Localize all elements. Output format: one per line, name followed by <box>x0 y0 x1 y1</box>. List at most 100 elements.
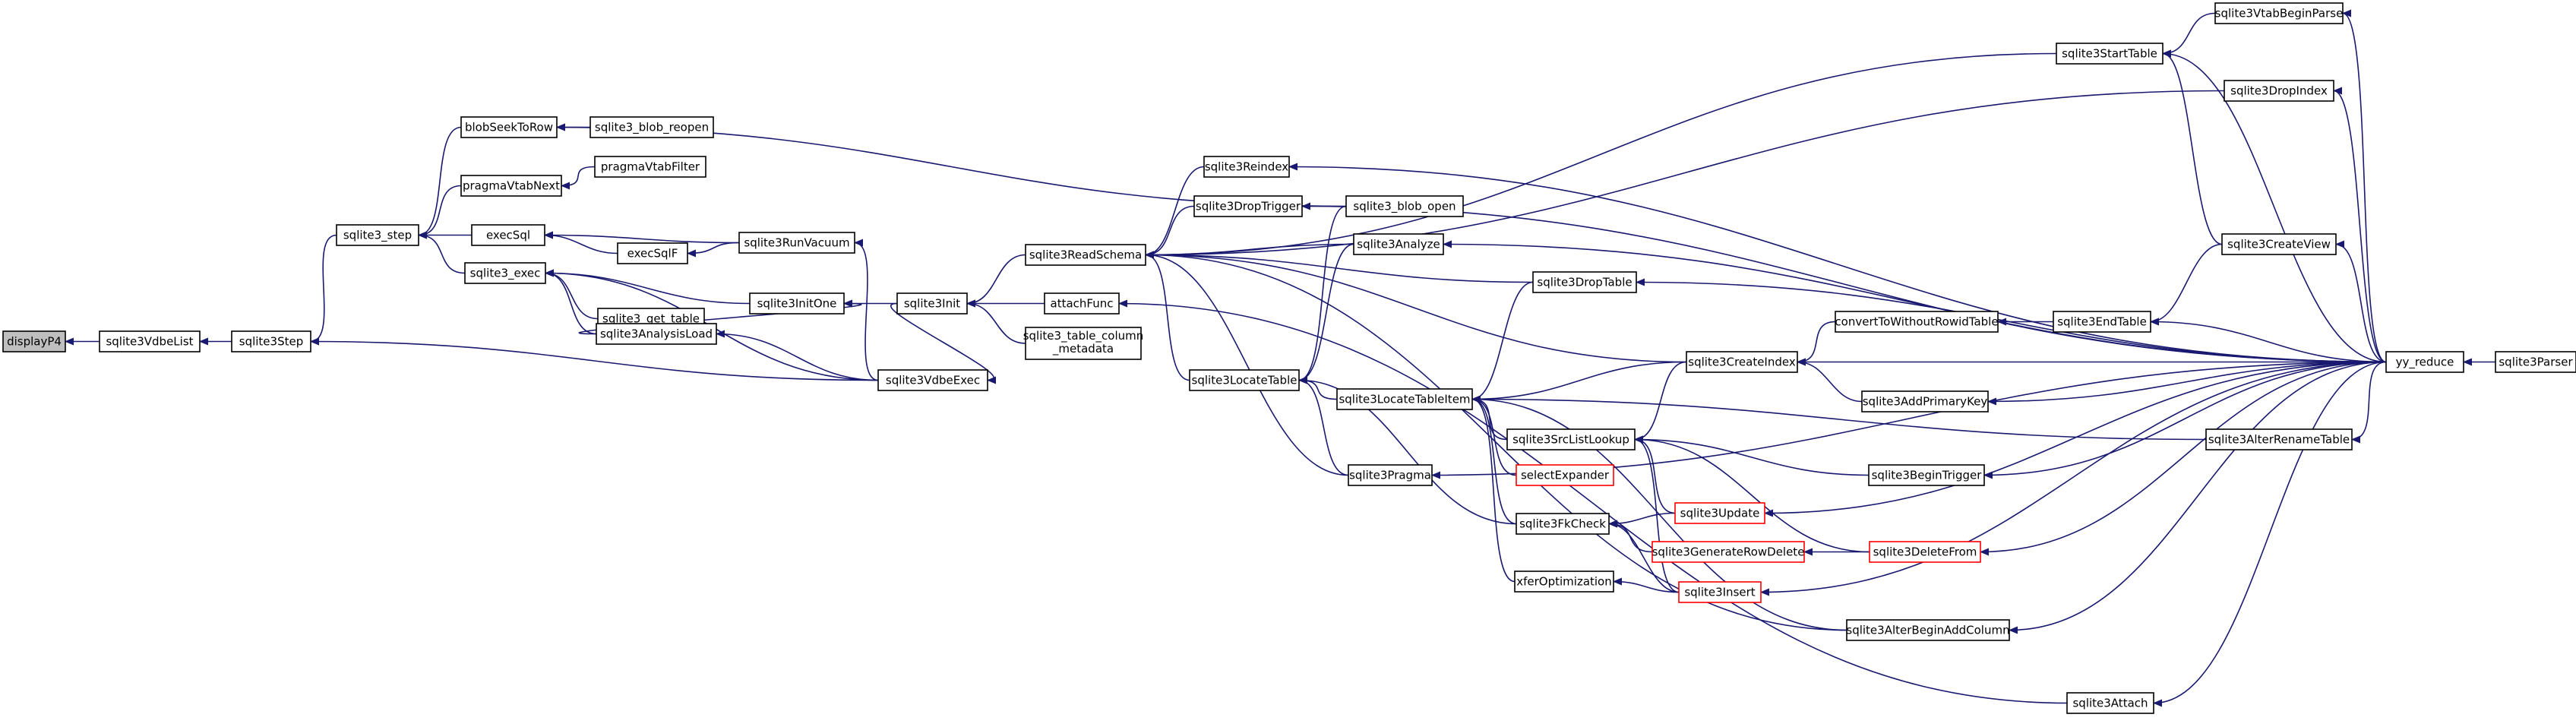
node-sqlite3ReadSchema[interactable]: sqlite3ReadSchema <box>1025 244 1146 266</box>
node-box <box>1336 388 1473 410</box>
node-pragmaVtabFilter[interactable]: pragmaVtabFilter <box>594 156 706 178</box>
node-label: sqlite3FkCheck <box>1519 517 1606 531</box>
node-label: sqlite3AlterRenameTable <box>2208 433 2350 447</box>
edge-yy_reduce-to-sqlite3AlterBeginAddColumn <box>2009 361 2387 634</box>
node-box <box>1846 619 2010 641</box>
node-selectExpander[interactable]: selectExpander <box>1516 464 1614 486</box>
node-box <box>877 369 988 391</box>
edge-sqlite3VdbeExec-to-sqlite3RunVacuum <box>854 239 879 381</box>
node-label: sqlite3Parser <box>2499 356 2573 369</box>
node-sqlite3Attach[interactable]: sqlite3Attach <box>2066 692 2154 714</box>
edge-sqlite3DropTrigger-to-sqlite3ReadSchema <box>1145 205 1195 259</box>
node-box <box>1193 195 1303 217</box>
edge-sqlite3_table_column_metadata-to-sqlite3Init <box>966 299 1026 344</box>
node-sqlite3Insert[interactable]: sqlite3Insert <box>1678 581 1762 603</box>
node-sqlite3Step[interactable]: sqlite3Step <box>231 330 311 352</box>
node-sqlite3EndTable[interactable]: sqlite3EndTable <box>2053 311 2151 333</box>
node-label: xferOptimization <box>1516 575 1612 589</box>
node-label: sqlite3LocateTable <box>1192 374 1297 387</box>
node-label: sqlite3_blob_reopen <box>595 121 709 135</box>
node-box <box>1044 292 1120 315</box>
edge-yy_reduce-to-sqlite3Analyze <box>1443 240 2387 363</box>
node-sqlite3AddPrimaryKey[interactable]: sqlite3AddPrimaryKey <box>1861 390 1989 412</box>
edge-selectExpander-to-sqlite3LocateTableItem <box>1471 395 1517 476</box>
edge-sqlite3Pragma-to-sqlite3LocateTable <box>1298 376 1349 476</box>
node-sqlite3InitOne[interactable]: sqlite3InitOne <box>749 292 845 315</box>
node-label: sqlite3InitOne <box>757 297 837 311</box>
node-sqlite3FkCheck[interactable]: sqlite3FkCheck <box>1516 513 1610 535</box>
node-sqlite3StartTable[interactable]: sqlite3StartTable <box>2056 43 2164 65</box>
node-box <box>1348 464 1433 486</box>
node-sqlite3Pragma[interactable]: sqlite3Pragma <box>1348 464 1433 486</box>
edge-yy_reduce-to-sqlite3Insert <box>1760 361 2387 596</box>
node-label: sqlite3_get_table <box>602 312 700 327</box>
node-sqlite3DropIndex[interactable]: sqlite3DropIndex <box>2224 80 2334 102</box>
node-sqlite3_table_column_metadata[interactable]: sqlite3_table_column_metadata <box>1023 327 1144 360</box>
edge-sqlite3CreateView-to-sqlite3StartTable <box>2162 49 2223 245</box>
node-sqlite3LocateTable[interactable]: sqlite3LocateTable <box>1189 369 1300 391</box>
node-sqlite3CreateIndex[interactable]: sqlite3CreateIndex <box>1686 351 1798 373</box>
node-box <box>2053 311 2151 333</box>
node-sqlite3CreateView[interactable]: sqlite3CreateView <box>2221 233 2337 255</box>
node-sqlite3BeginTrigger[interactable]: sqlite3BeginTrigger <box>1868 464 1985 486</box>
node-sqlite3Parser[interactable]: sqlite3Parser <box>2495 351 2576 373</box>
node-sqlite3_exec[interactable]: sqlite3_exec <box>464 262 546 284</box>
node-sqlite3_blob_reopen[interactable]: sqlite3_blob_reopen <box>589 116 714 138</box>
node-label: sqlite3Step <box>239 335 303 349</box>
node-label: sqlite3_exec <box>470 267 541 281</box>
node-label: sqlite3DeleteFrom <box>1873 545 1977 559</box>
node-sqlite3Init[interactable]: sqlite3Init <box>896 292 968 315</box>
node-box <box>1353 233 1444 255</box>
node-label: pragmaVtabNext <box>463 179 560 193</box>
edge-sqlite3Update-to-sqlite3FkCheck <box>1608 512 1676 528</box>
node-box <box>594 156 706 178</box>
edge-sqlite3Insert-to-xferOptimization <box>1613 577 1680 593</box>
edge-blobSeekToRow-to-sqlite3_step <box>418 126 462 239</box>
node-sqlite3RunVacuum[interactable]: sqlite3RunVacuum <box>738 232 855 254</box>
node-yy_reduce[interactable]: yy_reduce <box>2385 351 2464 373</box>
node-xferOptimization[interactable]: xferOptimization <box>1514 571 1614 593</box>
edge-sqlite3_blob_open-to-sqlite3LocateTable <box>1298 205 1347 384</box>
node-sqlite3VtabBeginParse[interactable]: sqlite3VtabBeginParse <box>2214 2 2344 24</box>
node-sqlite3DropTrigger[interactable]: sqlite3DropTrigger <box>1193 195 1303 217</box>
edge-yy_reduce-to-sqlite3DeleteFrom <box>1980 361 2387 556</box>
node-sqlite3LocateTableItem[interactable]: sqlite3LocateTableItem <box>1336 388 1473 410</box>
node-displayP4[interactable]: displayP4 <box>2 330 66 352</box>
node-sqlite3AnalysisLoad[interactable]: sqlite3AnalysisLoad <box>596 323 717 345</box>
edge-sqlite3Init-to-sqlite3VdbeExec <box>890 302 997 384</box>
node-box <box>2205 428 2353 450</box>
node-sqlite3AlterRenameTable[interactable]: sqlite3AlterRenameTable <box>2205 428 2353 450</box>
node-sqlite3DropTable[interactable]: sqlite3DropTable <box>1532 271 1637 293</box>
node-sqlite3SrcListLookup[interactable]: sqlite3SrcListLookup <box>1506 428 1636 450</box>
node-label: sqlite3Analyze <box>1357 238 1440 251</box>
node-label: sqlite3DropTrigger <box>1196 200 1301 213</box>
node-sqlite3GenerateRowDelete[interactable]: sqlite3GenerateRowDelete <box>1651 541 1805 563</box>
node-sqlite3AlterBeginAddColumn[interactable]: sqlite3AlterBeginAddColumn <box>1846 619 2010 641</box>
node-box <box>1868 464 1985 486</box>
node-sqlite3DeleteFrom[interactable]: sqlite3DeleteFrom <box>1869 541 1981 563</box>
node-box <box>738 232 855 254</box>
node-label: _metadata <box>1052 342 1114 356</box>
node-execSql[interactable]: execSql <box>471 224 545 246</box>
node-pragmaVtabNext[interactable]: pragmaVtabNext <box>460 175 562 197</box>
edge-sqlite3CreateIndex-to-sqlite3LocateTableItem <box>1471 361 1687 403</box>
node-execSqlF[interactable]: execSqlF <box>617 242 688 264</box>
node-sqlite3_step[interactable]: sqlite3_step <box>336 224 419 246</box>
node-attachFunc[interactable]: attachFunc <box>1044 292 1120 315</box>
edge-yy_reduce-to-sqlite3AddPrimaryKey <box>1987 361 2387 406</box>
node-label: sqlite3DropIndex <box>2230 84 2328 98</box>
node-sqlite3VdbeExec[interactable]: sqlite3VdbeExec <box>877 369 988 391</box>
node-sqlite3_blob_open[interactable]: sqlite3_blob_open <box>1345 195 1464 217</box>
node-label: sqlite3StartTable <box>2062 47 2157 61</box>
node-box <box>1025 327 1142 360</box>
edge-sqlite3CreateIndex-to-sqlite3ReadSchema <box>1145 251 1687 363</box>
node-label: execSql <box>486 229 530 242</box>
node-sqlite3Analyze[interactable]: sqlite3Analyze <box>1353 233 1444 255</box>
node-blobSeekToRow[interactable]: blobSeekToRow <box>460 116 558 138</box>
edge-sqlite3FkCheck-to-sqlite3LocateTable <box>1298 376 1517 525</box>
node-sqlite3Update[interactable]: sqlite3Update <box>1674 502 1765 524</box>
node-sqlite3Reindex[interactable]: sqlite3Reindex <box>1203 156 1290 178</box>
node-convertToWithoutRowidTable[interactable]: convertToWithoutRowidTable <box>1835 311 1999 333</box>
node-sqlite3VdbeList[interactable]: sqlite3VdbeList <box>99 330 201 352</box>
node-box <box>1651 541 1805 563</box>
